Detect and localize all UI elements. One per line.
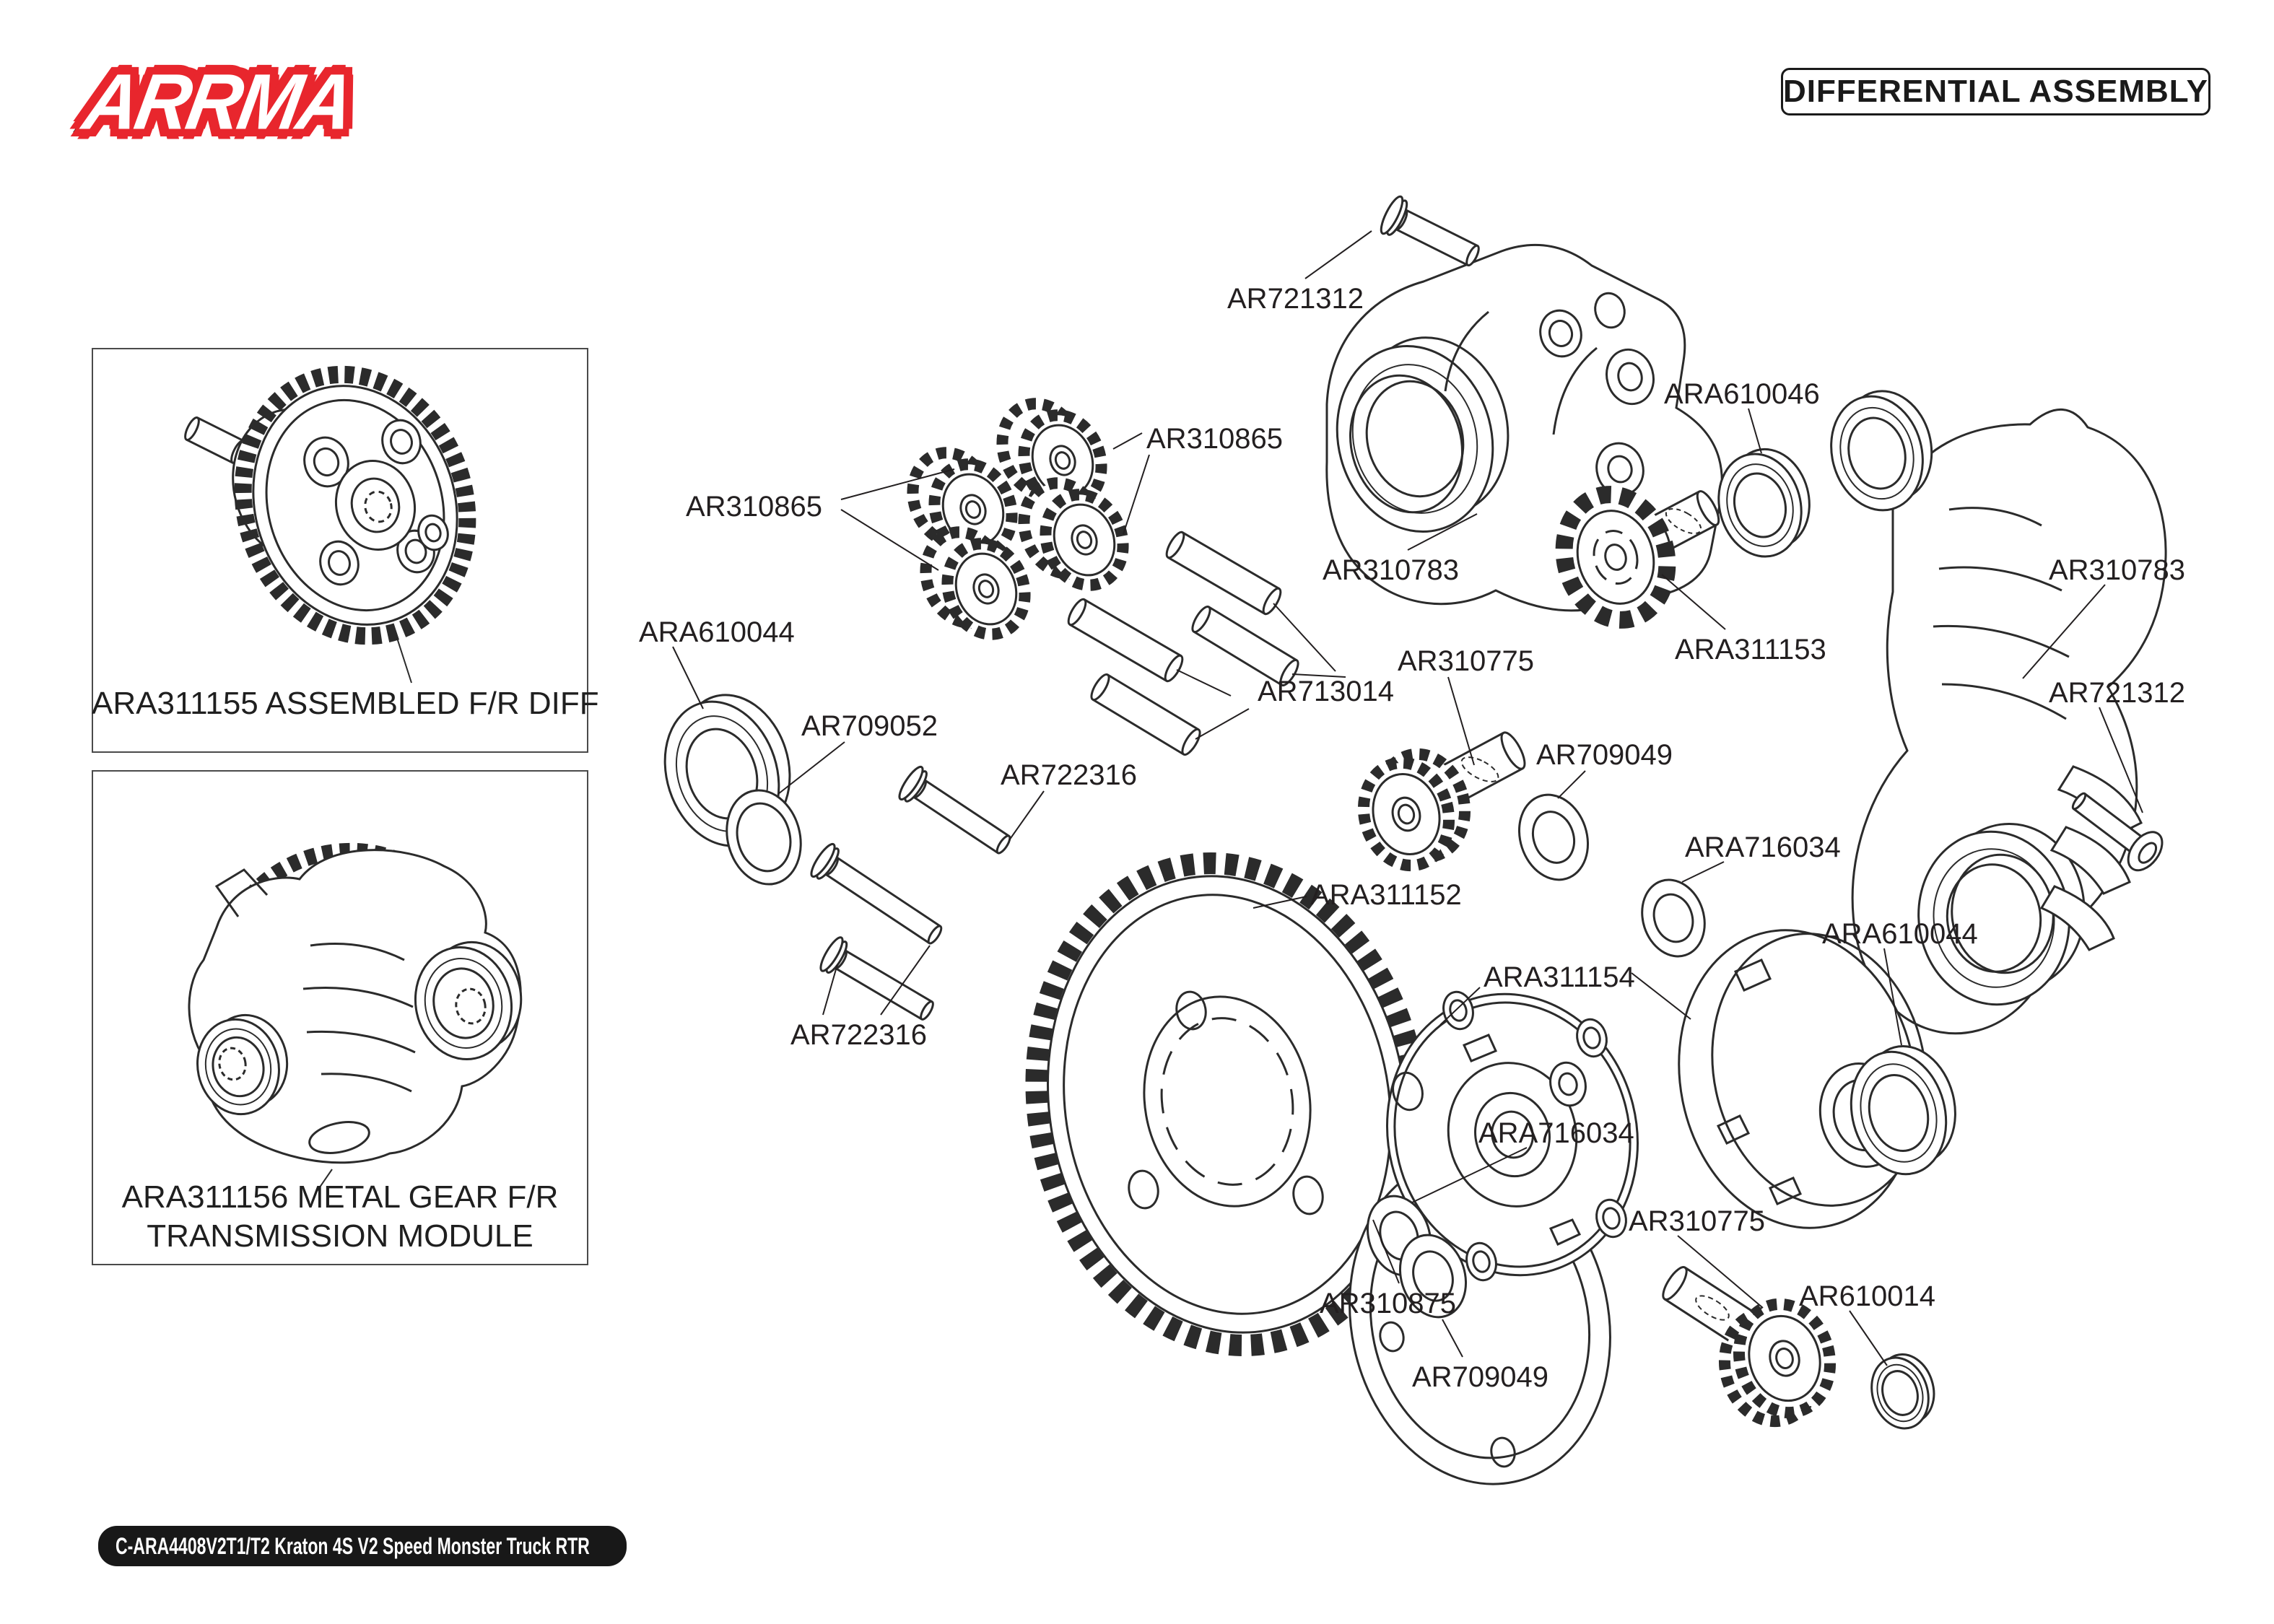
leader-line bbox=[1372, 1219, 1400, 1284]
part-label: ARA610046 bbox=[1664, 378, 1820, 410]
leader-line bbox=[1849, 1310, 1888, 1366]
kit-label: C-ARA4408V2T1/T2 Kraton 4S V2 Speed Mons… bbox=[116, 1532, 590, 1559]
caption-line: ARA311155 ASSEMBLED F/R DIFF bbox=[92, 686, 599, 721]
kit-label-box: C-ARA4408V2T1/T2 Kraton 4S V2 Speed Mons… bbox=[98, 1526, 627, 1566]
part-label: ARA716034 bbox=[1478, 1117, 1634, 1149]
part-label: AR713014 bbox=[1258, 676, 1394, 707]
leader-line bbox=[1447, 676, 1475, 766]
leader-line bbox=[1677, 1235, 1764, 1309]
part-label: AR721312 bbox=[1227, 283, 1364, 315]
part-label: AR610014 bbox=[1799, 1280, 1935, 1312]
leader-line bbox=[672, 646, 704, 710]
part-label: ARA610044 bbox=[1822, 918, 1978, 950]
part-label: AR709049 bbox=[1536, 739, 1673, 771]
part-label: ARA311152 bbox=[1310, 879, 1462, 911]
part-label: AR722316 bbox=[1001, 759, 1137, 791]
part-label: ARA311154 bbox=[1484, 961, 1635, 993]
page-title: DIFFERENTIAL ASSEMBLY bbox=[1783, 74, 2208, 109]
leader-line bbox=[822, 964, 838, 1016]
leader-line bbox=[880, 945, 931, 1016]
caption-line: ARA311156 METAL GEAR F/R bbox=[121, 1179, 559, 1215]
part-label: AR709049 bbox=[1412, 1361, 1548, 1393]
leader-line bbox=[1009, 790, 1045, 841]
leader-line bbox=[840, 509, 939, 571]
arrma-logo: ARRMA bbox=[74, 45, 461, 160]
part-label: AR310865 bbox=[686, 491, 822, 523]
part-label: AR310775 bbox=[1398, 645, 1534, 677]
leader-line bbox=[1123, 454, 1150, 535]
caption-line: TRANSMISSION MODULE bbox=[147, 1218, 533, 1254]
part-label: ARA610044 bbox=[639, 616, 795, 648]
parts-artwork bbox=[184, 195, 2167, 1485]
leader-line bbox=[1661, 574, 1726, 630]
part-label: ARA311153 bbox=[1675, 634, 1826, 665]
part-label: AR722316 bbox=[790, 1019, 927, 1051]
leader-line bbox=[1112, 432, 1143, 450]
part-label: AR310865 bbox=[1146, 423, 1283, 455]
leader-line bbox=[2099, 707, 2143, 813]
part-label: AR721312 bbox=[2049, 677, 2185, 709]
part-label: AR310783 bbox=[2049, 554, 2185, 586]
leader-line bbox=[2022, 584, 2106, 679]
leader-line bbox=[1631, 972, 1691, 1020]
leader-line bbox=[1253, 896, 1307, 909]
leader-line bbox=[1407, 513, 1478, 551]
part-labels-layer: AR721312AR310865AR310865ARA610046AR31078… bbox=[639, 230, 2185, 1393]
leader-line bbox=[1439, 987, 1481, 1026]
part-label: AR310783 bbox=[1323, 554, 1459, 586]
leader-line bbox=[1291, 673, 1346, 678]
leader-line bbox=[1411, 1147, 1528, 1203]
leader-line bbox=[1176, 669, 1232, 697]
part-label: AR310875 bbox=[1320, 1288, 1456, 1319]
panel-transmission-module-caption: ARA311156 METAL GEAR F/R TRANSMISSION MO… bbox=[92, 1178, 588, 1256]
leader-line bbox=[1681, 861, 1725, 883]
leader-line bbox=[1748, 408, 1762, 454]
leader-line bbox=[1195, 708, 1250, 740]
panel-transmission-module bbox=[92, 770, 588, 1265]
leader-line bbox=[1557, 770, 1586, 799]
leader-line bbox=[1273, 603, 1336, 672]
panel-assembled-diff-caption: ARA311155 ASSEMBLED F/R DIFF bbox=[92, 684, 599, 723]
page-title-box: DIFFERENTIAL ASSEMBLY bbox=[1781, 68, 2210, 115]
leader-line bbox=[840, 468, 955, 500]
part-label: AR709052 bbox=[801, 710, 938, 742]
part-label: AR310775 bbox=[1629, 1205, 1765, 1237]
part-label: ARA716034 bbox=[1685, 831, 1841, 863]
brand-text: ARRMA bbox=[74, 55, 362, 149]
leader-line bbox=[1304, 230, 1372, 279]
leader-line bbox=[1442, 1319, 1463, 1358]
panel-assembled-diff bbox=[92, 348, 588, 753]
leader-line bbox=[777, 741, 845, 795]
leader-line bbox=[1883, 948, 1902, 1046]
